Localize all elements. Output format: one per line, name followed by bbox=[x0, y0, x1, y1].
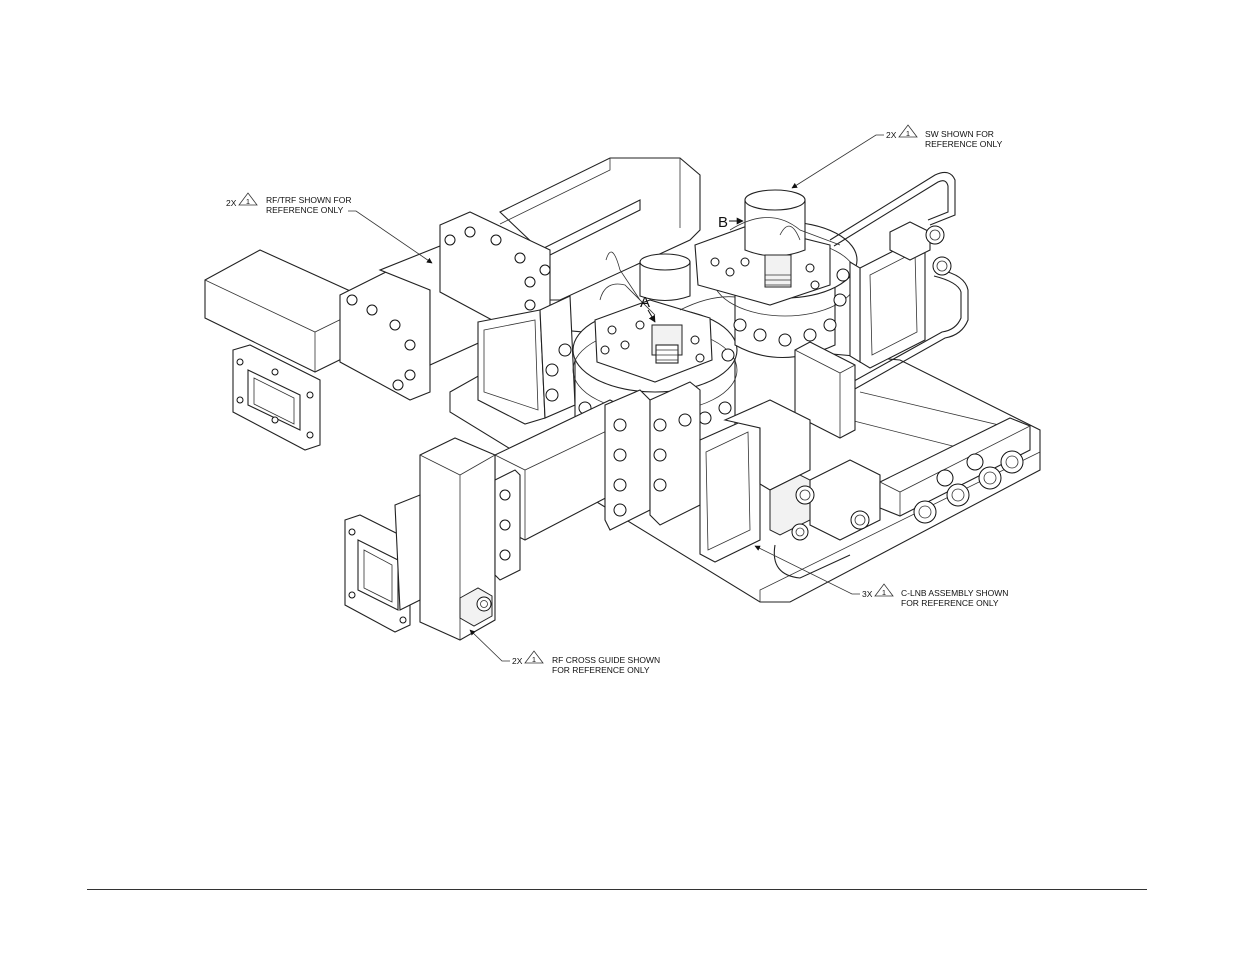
svg-text:1: 1 bbox=[246, 197, 250, 206]
rf-trf-flange-section bbox=[339, 211, 551, 401]
view-label-b-group: B bbox=[718, 214, 744, 231]
revision-flag-icon bbox=[898, 124, 918, 138]
callout-rf-trf: 2X 1 RF/TRF SHOWN FOR REFERENCE ONLY bbox=[226, 192, 433, 264]
c-lnb-assembly bbox=[699, 399, 881, 579]
callout-line-2: FOR REFERENCE ONLY bbox=[901, 598, 999, 608]
view-label-a-group: A bbox=[640, 294, 656, 323]
flange-bolts bbox=[346, 226, 551, 391]
callout-qty: 2X bbox=[886, 130, 897, 140]
right-tubing bbox=[794, 171, 969, 421]
view-label-a: A bbox=[640, 294, 650, 311]
callout-line-1: RF/TRF SHOWN FOR bbox=[266, 195, 351, 205]
rf-trf-waveguide bbox=[204, 249, 381, 451]
switch-b bbox=[694, 189, 858, 358]
callout-line-2: REFERENCE ONLY bbox=[925, 139, 1003, 149]
revision-flag-icon bbox=[524, 650, 544, 664]
footer-rule bbox=[87, 889, 1147, 890]
view-label-b: B bbox=[718, 214, 728, 231]
revision-flag-icon bbox=[238, 192, 258, 206]
callout-line-2: REFERENCE ONLY bbox=[266, 205, 344, 215]
left-junction-box bbox=[477, 295, 576, 425]
revision-flag-icon bbox=[874, 583, 894, 597]
right-connectors bbox=[889, 221, 952, 276]
connector-panel bbox=[879, 417, 1031, 524]
callout-c-lnb: 3X 1 C-LNB ASSEMBLY SHOWN FOR REFERENCE … bbox=[754, 545, 1008, 608]
callout-rf-cross-guide: 2X 1 RF CROSS GUIDE SHOWN FOR REFERENCE … bbox=[469, 629, 660, 675]
svg-text:1: 1 bbox=[882, 588, 886, 597]
rf-cross-guide bbox=[344, 437, 521, 641]
callout-qty: 2X bbox=[512, 656, 523, 666]
callout-qty: 3X bbox=[862, 589, 873, 599]
callout-line-1: RF CROSS GUIDE SHOWN bbox=[552, 655, 660, 665]
right-junction-box bbox=[849, 239, 926, 369]
callout-line-1: SW SHOWN FOR bbox=[925, 129, 994, 139]
callout-sw: 2X 1 SW SHOWN FOR REFERENCE ONLY bbox=[791, 124, 1003, 189]
callout-line-1: C-LNB ASSEMBLY SHOWN bbox=[901, 588, 1008, 598]
svg-text:1: 1 bbox=[532, 655, 536, 664]
svg-text:1: 1 bbox=[906, 129, 910, 138]
callout-qty: 2X bbox=[226, 198, 237, 208]
callout-line-2: FOR REFERENCE ONLY bbox=[552, 665, 650, 675]
